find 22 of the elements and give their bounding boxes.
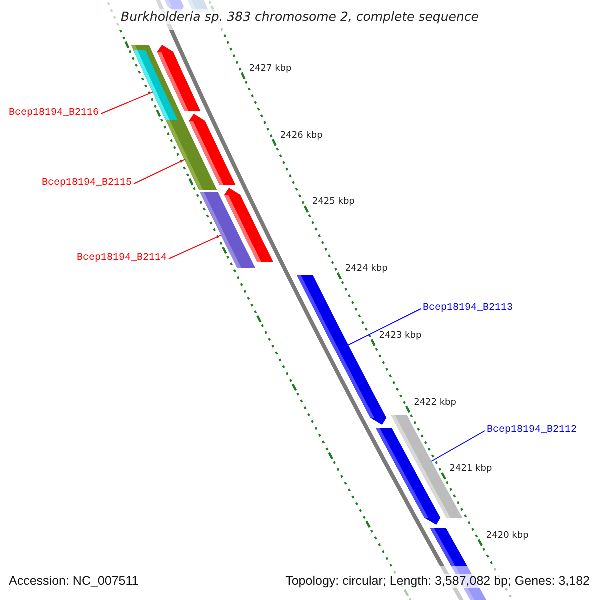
tick-label: 2422 kbp (414, 398, 456, 408)
gene-label: Bcep18194_B2116 (9, 108, 100, 120)
tick-label: 2420 kbp (486, 530, 529, 542)
gene-label: Bcep18194_B2115 (42, 178, 132, 190)
gene-label: Bcep18194_B2114 (77, 253, 168, 265)
leader-line (168, 234, 222, 260)
tick-label: 2425 kbp (312, 197, 355, 208)
leader-line (348, 308, 422, 346)
sequence-stats-text: Topology: circular; Length: 3,587,082 bp; Genes: 3,182 (286, 574, 590, 588)
tick-label: 2421 kbp (450, 464, 492, 476)
leader-line (431, 430, 486, 462)
gene-label: Bcep18194_B2113 (423, 303, 514, 315)
leader-line (134, 159, 186, 184)
tick-label: 2424 kbp (345, 264, 388, 276)
leader-line (100, 92, 154, 114)
accession-text: Accession: NC_007511 (9, 574, 139, 588)
tick-label: 2426 kbp (280, 130, 323, 142)
gene-label: Bcep18194_B2112 (487, 425, 578, 437)
tick-label: 2423 kbp (379, 330, 422, 342)
diagram-title: Burkholderia sp. 383 chromosome 2, complete sequence (121, 9, 479, 24)
tick-label: 2427 kbp (249, 64, 292, 75)
gene-bar (200, 192, 256, 268)
